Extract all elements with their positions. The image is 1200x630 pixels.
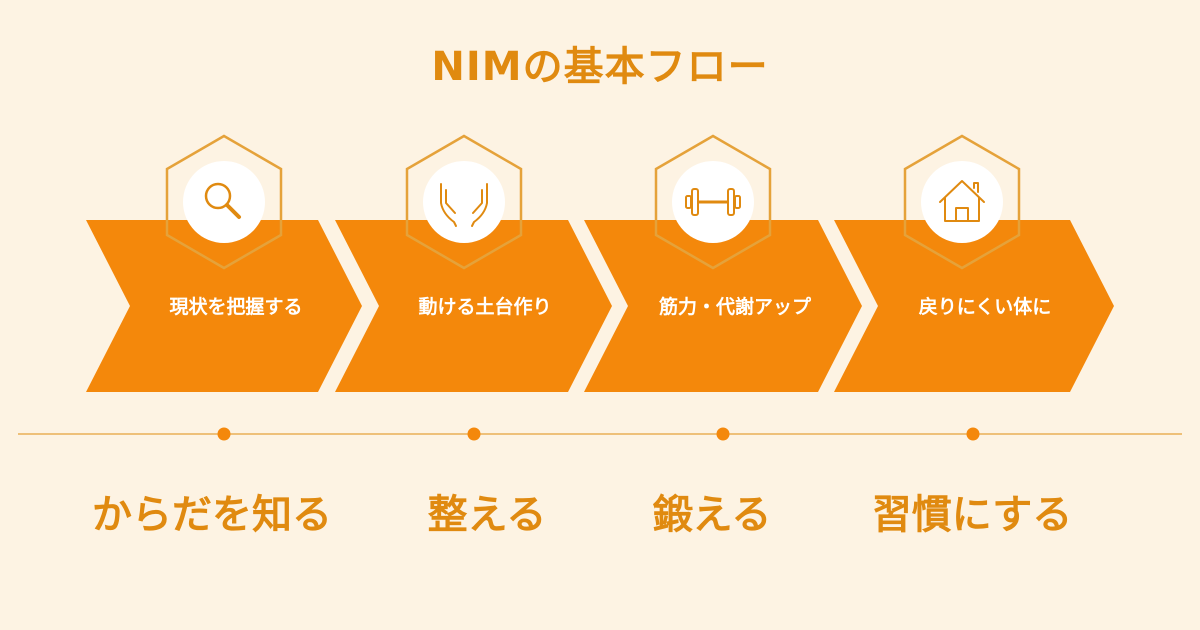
- flow-step-3: 筋力・代謝アップ 鍛える: [584, 134, 862, 538]
- magnifier-icon: [204, 182, 241, 219]
- step-label: 戻りにくい体に: [919, 295, 1052, 318]
- house-icon: [939, 180, 985, 222]
- icon-circle: [423, 161, 505, 243]
- flow-step-2: 動ける土台作り 整える: [335, 134, 612, 538]
- chevron-arrow: [584, 220, 862, 392]
- chevron-arrow: [834, 220, 1114, 392]
- hexagon-badge: [165, 134, 283, 270]
- step-label: 筋力・代謝アップ: [659, 295, 812, 318]
- chevron-arrow: [86, 220, 362, 392]
- page-title: NIMの基本フロー: [431, 44, 769, 90]
- phase-label: 整える: [428, 492, 547, 538]
- step-label: 動ける土台作り: [418, 295, 551, 318]
- hexagon-badge: [903, 134, 1021, 270]
- phase-label: からだを知る: [92, 492, 332, 538]
- step-label: 現状を把握する: [169, 295, 302, 318]
- phase-label: 習慣にする: [872, 492, 1072, 538]
- timeline-dot: [966, 427, 980, 441]
- hands-icon: [440, 183, 488, 227]
- flow-step-1: 現状を把握する からだを知る: [86, 134, 362, 538]
- timeline-dot: [716, 427, 730, 441]
- icon-circle: [921, 161, 1003, 243]
- hexagon-badge: [405, 134, 523, 270]
- hexagon-badge: [654, 134, 772, 270]
- dumbbell-icon: [685, 188, 741, 216]
- timeline-dot: [467, 427, 481, 441]
- icon-circle: [183, 161, 265, 243]
- timeline-dot: [217, 427, 231, 441]
- phase-label: 鍛える: [653, 492, 772, 538]
- flow-step-4: 戻りにくい体に 習慣にする: [834, 134, 1114, 538]
- chevron-arrow: [335, 220, 612, 392]
